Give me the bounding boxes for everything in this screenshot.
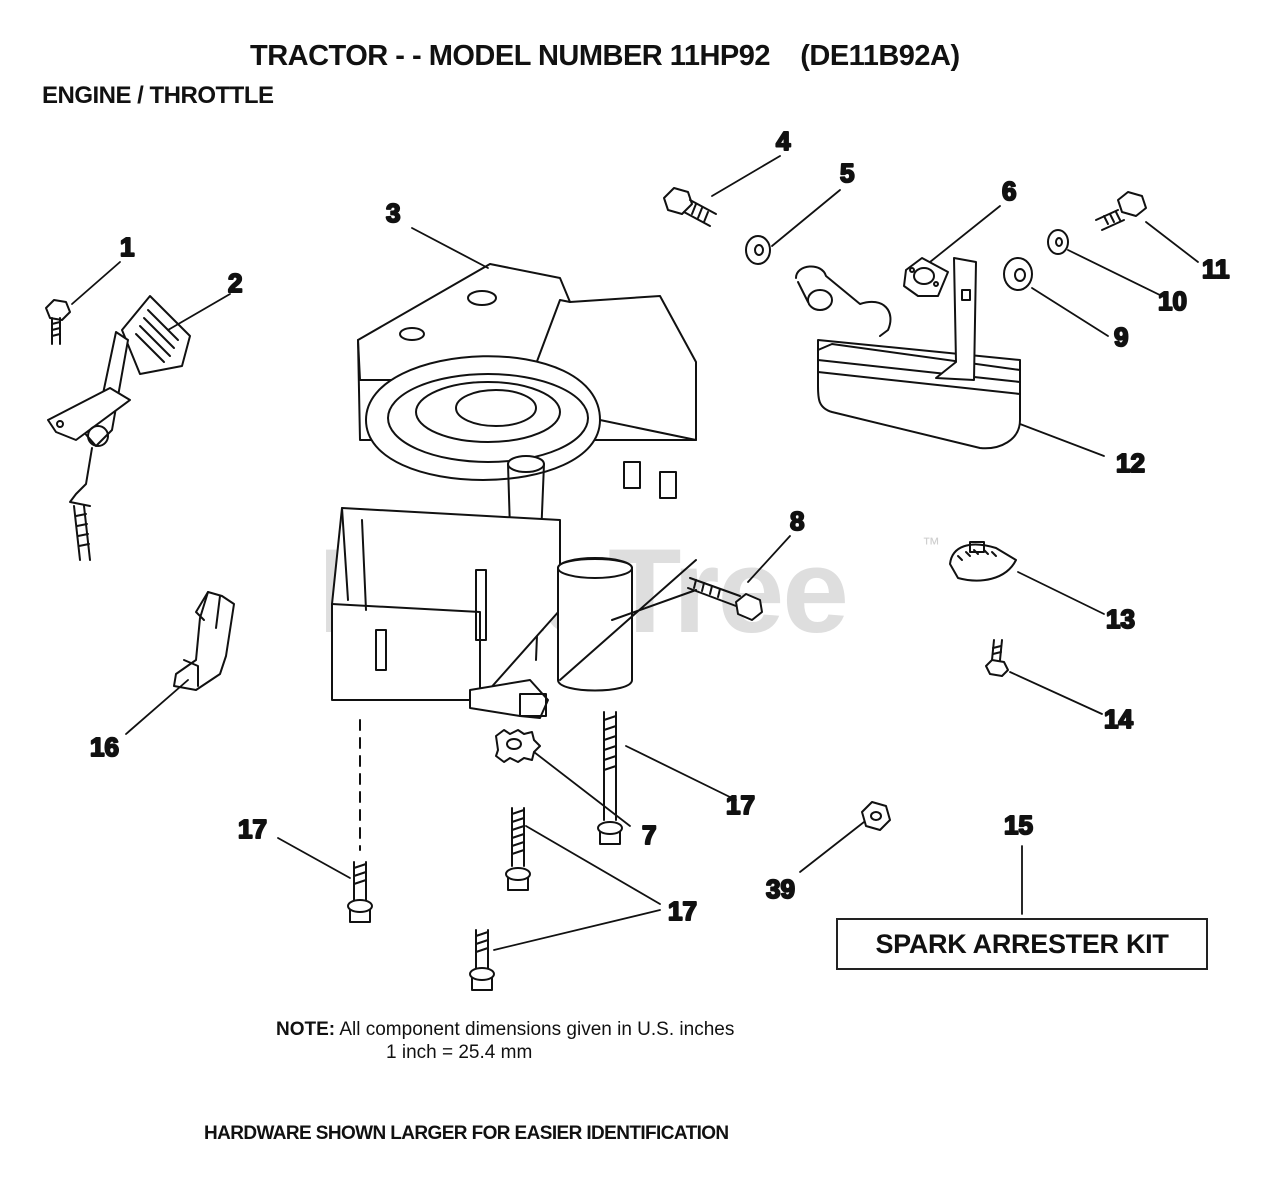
part-11-bolt[interactable] [1095,191,1147,231]
part-1-bolt[interactable] [45,299,71,345]
callout-5: 5 [840,158,854,188]
part-17-bolt-a[interactable] [597,711,623,845]
callout-39: 39 [766,874,795,904]
diagram-title: TRACTOR - - MODEL NUMBER 11HP92 (DE11B92… [250,40,960,72]
part-4-bolt[interactable] [663,187,717,227]
callout-10: 10 [1158,286,1187,316]
callout-8: 8 [790,506,804,536]
leader-lines [71,155,1199,951]
callout-numbers: 1 2 3 4 5 6 7 8 9 10 11 12 13 14 15 16 1… [89,125,1231,927]
note-label: NOTE: [276,1019,336,1040]
note-line-2: 1 inch = 25.4 mm [386,1042,533,1063]
callout-4: 4 [776,126,791,156]
callout-17-bottom: 17 [668,896,697,926]
part-6-gasket[interactable] [903,257,949,297]
part-3-engine[interactable] [331,263,697,719]
spark-arrester-kit-box: SPARK ARRESTER KIT [836,918,1208,970]
watermark-trademark: ™ [922,534,940,554]
part-13-spark-screen[interactable] [949,541,1017,582]
part-5-washer[interactable] [745,235,771,265]
callout-16: 16 [90,732,119,762]
dimension-note: NOTE: All component dimensions given in … [276,1018,734,1064]
part-10-washer[interactable] [1047,229,1069,255]
note-line-1: All component dimensions given in U.S. i… [339,1019,735,1040]
callout-6: 6 [1002,176,1016,206]
callout-9: 9 [1114,322,1128,352]
hardware-footer-note: HARDWARE SHOWN LARGER FOR EASIER IDENTIF… [204,1123,729,1144]
callout-17-left: 17 [238,814,267,844]
callout-3: 3 [386,198,400,228]
callout-2: 2 [228,268,242,298]
callout-15: 15 [1004,810,1033,840]
callout-7: 7 [642,820,656,850]
part-16-bracket[interactable] [173,591,235,691]
callout-14: 14 [1104,704,1133,734]
callout-17-right: 17 [726,790,755,820]
part-17-bolt-b[interactable] [505,807,531,891]
part-14-screw[interactable] [985,639,1009,677]
diagram-subtitle: ENGINE / THROTTLE [42,82,274,109]
part-17-bolt-d[interactable] [469,929,495,991]
part-7-lock-washer[interactable] [495,729,541,763]
part-17-bolt-c[interactable] [347,861,373,923]
callout-13: 13 [1106,604,1135,634]
part-8-bolt[interactable] [687,577,763,621]
callout-1: 1 [120,232,134,262]
callout-12: 12 [1116,448,1145,478]
part-9-washer[interactable] [1003,257,1033,291]
part-2-throttle-control[interactable] [47,295,191,561]
part-39-nut[interactable] [861,801,891,831]
part-12-muffler[interactable] [795,257,1021,450]
callout-11: 11 [1202,254,1230,284]
